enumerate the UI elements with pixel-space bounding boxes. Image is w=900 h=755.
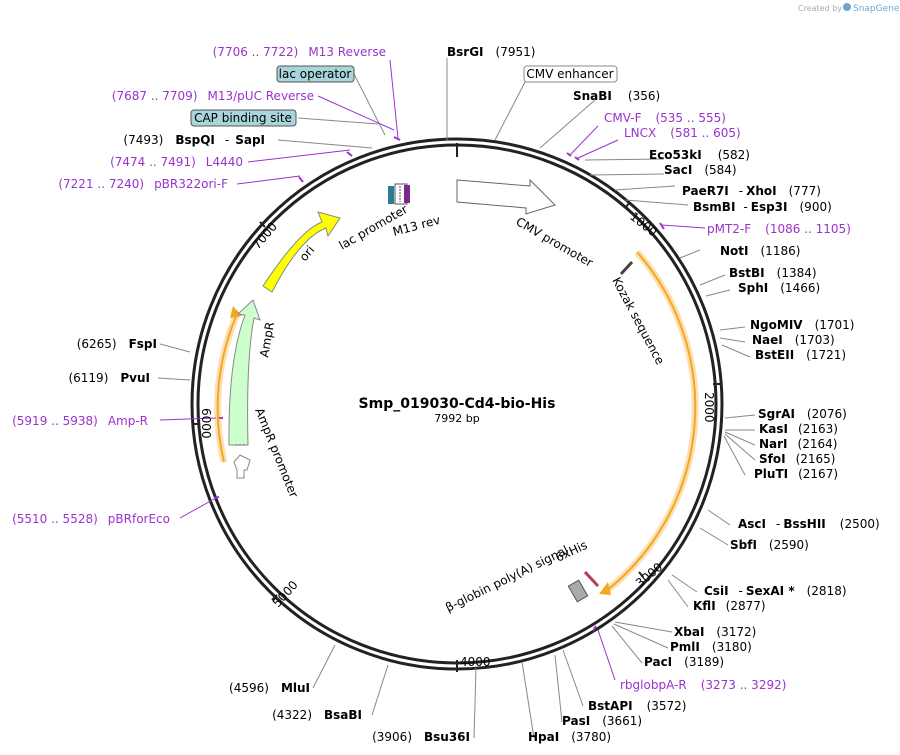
- enzyme-bsabi: (4322)BsaBI: [272, 708, 362, 722]
- enzyme-asci-bsshii: AscI-BssHII(2500): [738, 517, 880, 531]
- cmv-promoter-arrow: [456, 178, 556, 215]
- enzyme-bstapi: BstAPI(3572): [588, 699, 686, 713]
- enzyme-xbai: XbaI(3172): [674, 625, 756, 639]
- polya-label: β-globin poly(A) signal: [443, 543, 570, 615]
- amp-arc: [214, 306, 242, 463]
- primer-lncx: LNCX(581 .. 605): [624, 126, 741, 140]
- enzyme-sphi: SphI(1466): [738, 281, 820, 295]
- enzyme-bsteii: BstEII(1721): [755, 348, 846, 362]
- cap-binding-box: [190, 109, 297, 127]
- lac-operator-box: [276, 65, 355, 83]
- ampr-promoter-label: AmpR promoter: [252, 406, 301, 500]
- primer-rbglobpa-r: rbglobpA-R(3273 .. 3292): [620, 678, 786, 692]
- enzyme-nari: NarI(2164): [759, 437, 837, 451]
- enzyme-csii-sexai: CsiI-SexAI *(2818): [704, 584, 847, 598]
- cmv-enhancer-label: CMV enhancer: [526, 67, 613, 81]
- primer-l4440: (7474 .. 7491)L4440: [110, 155, 243, 169]
- snapgene-brand: SnapGene: [853, 4, 900, 14]
- enzyme-sfoi: SfoI(2165): [759, 452, 835, 466]
- enzyme-kasi: KasI(2163): [759, 422, 838, 436]
- primer-m13-reverse: (7706 .. 7722)M13 Reverse: [213, 45, 386, 59]
- ampr-promoter-arrow: [233, 454, 251, 479]
- created-by-text: Created by: [798, 4, 842, 13]
- tick-6000: 6000: [199, 408, 213, 439]
- enzyme-bstbi: BstBI(1384): [729, 266, 817, 280]
- primer-pbrforeco: (5510 .. 5528)pBRforEco: [12, 512, 170, 526]
- polya-mark: [567, 579, 589, 603]
- primer-marks: [213, 136, 665, 632]
- ampr-arrow: [228, 299, 261, 446]
- enzyme-pasi: PasI(3661): [562, 714, 642, 728]
- label-leader-lines: [157, 58, 756, 739]
- primer-pbr322ori-f: (7221 .. 7240)pBR322ori-F: [58, 177, 228, 191]
- enzyme-eco53ki: Eco53kI(582): [649, 148, 750, 162]
- primer-cmv-f: CMV-F(535 .. 555): [604, 111, 726, 125]
- enzyme-bsrgi: BsrGI(7951): [447, 45, 535, 59]
- primer-amp-r: (5919 .. 5938)Amp-R: [12, 414, 148, 428]
- enzyme-snabi: SnaBI(356): [573, 89, 660, 103]
- enzyme-kfli: KflI(2877): [693, 599, 766, 613]
- primer-pmt2-f: pMT2-F(1086 .. 1105): [707, 222, 851, 236]
- enzyme-ngomiv: NgoMIV(1701): [750, 318, 854, 332]
- enzyme-hpai: HpaI(3780): [528, 730, 611, 744]
- his-tag-mark: [583, 570, 600, 588]
- kozak-mark: [619, 260, 634, 276]
- ampr-label: AmpR: [257, 321, 277, 359]
- tick-4000: 4000: [460, 655, 491, 669]
- plasmid-name: Smp_019030-Cd4-bio-His: [359, 396, 556, 412]
- enzyme-paci: PacI(3189): [644, 655, 724, 669]
- lac-operator-mark: [388, 186, 394, 204]
- plasmid-length: 7992 bp: [434, 412, 479, 425]
- enzyme-sgrai: SgrAI(2076): [758, 407, 847, 421]
- m13-rev-mark: [404, 185, 410, 203]
- tick-2000: 2000: [702, 392, 716, 423]
- enzyme-paer7i-xhoi: PaeR7I-XhoI(777): [682, 184, 821, 198]
- kozak-label: Kozak sequence: [609, 275, 667, 367]
- snapgene-logo-icon: [843, 3, 851, 11]
- lac-operator-label: lac operator: [279, 67, 352, 81]
- tick-marks: [192, 143, 720, 672]
- enzyme-mlui: (4596)MluI: [229, 681, 310, 695]
- enzyme-pvui: (6119)PvuI: [68, 371, 150, 385]
- enzyme-naei: NaeI(1703): [752, 333, 835, 347]
- enzyme-noti: NotI(1186): [720, 244, 800, 258]
- enzyme-sbfi: SbfI(2590): [730, 538, 809, 552]
- orf-arc: [599, 249, 699, 595]
- cmv-promoter-label: CMV promoter: [514, 214, 596, 269]
- primer-lines: [159, 59, 706, 681]
- enzyme-bsmbi-esp3i: BsmBI-Esp3I(900): [693, 200, 832, 214]
- enzyme-bsu36i: (3906)Bsu36I: [372, 730, 470, 744]
- enzyme-fspi: (6265)FspI: [77, 337, 157, 351]
- enzyme-bspqi-sapi: (7493)BspQI-SapI: [123, 133, 265, 147]
- enzyme-saci: SacI(584): [664, 163, 737, 177]
- enzyme-pmli: PmlI(3180): [670, 640, 752, 654]
- primer-m13-puc-reverse: (7687 .. 7709)M13/pUC Reverse: [112, 89, 314, 103]
- cap-binding-label: CAP binding site: [194, 111, 292, 125]
- enzyme-pluti: PluTI(2167): [754, 467, 838, 481]
- cmv-enhancer-box: [523, 65, 618, 83]
- ori-arrow: [262, 211, 341, 293]
